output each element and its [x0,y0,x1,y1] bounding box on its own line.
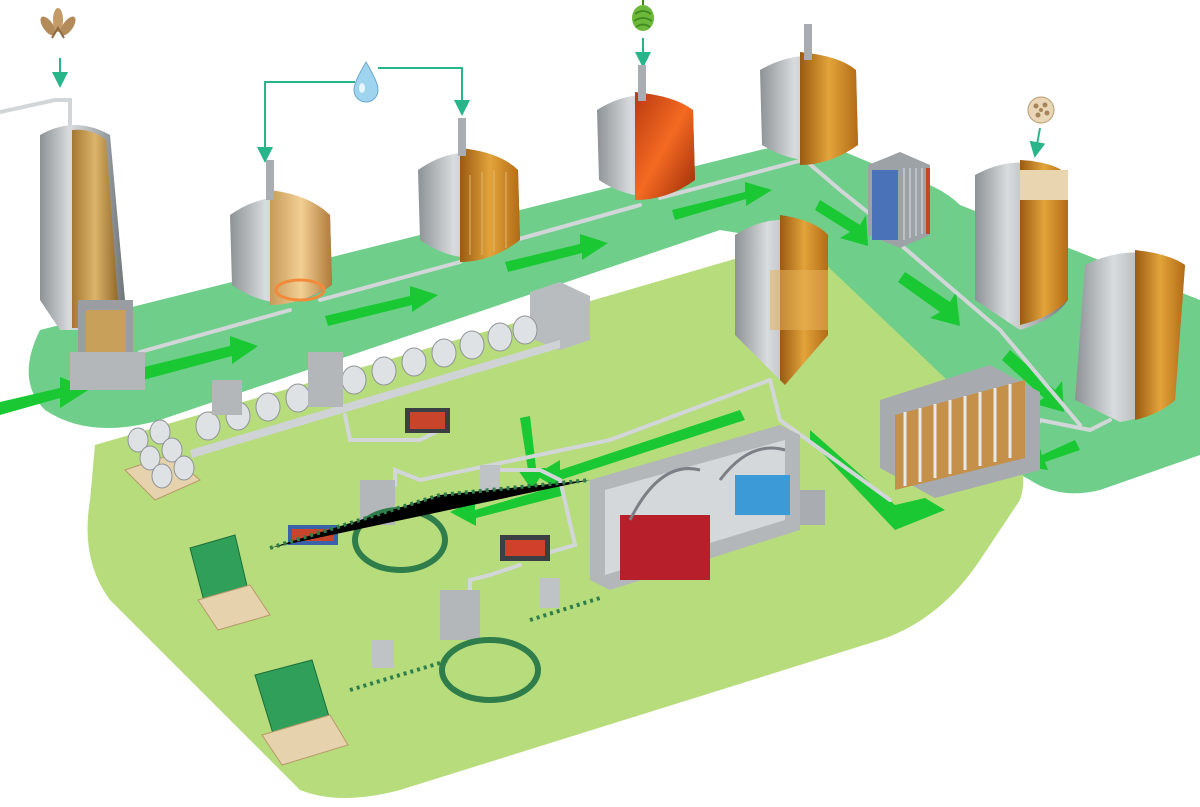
process-pipes [0,98,1112,612]
bottle-filler [352,465,560,703]
grain-silo [40,125,145,390]
water-drop-icon [353,60,379,103]
lauter-tun [418,118,520,262]
grain-icon [40,8,76,39]
pasteurizer [405,408,550,561]
yeast-icon [1027,96,1055,124]
bottle-conveyor [269,478,601,692]
wort-cooler [868,152,930,248]
wort-kettle [597,65,695,200]
keg-pallet [124,419,201,501]
maturation-tank [1075,250,1185,422]
keg-line [190,282,590,458]
bottle-washer [590,425,825,590]
ingredient-guide-arrows [52,38,1046,163]
crate-pallet [189,534,349,766]
hop-cone-icon [632,0,654,31]
bright-beer-tank [735,215,828,385]
filter [880,365,1040,498]
mash-tun [230,160,332,305]
keg-filler [308,352,343,407]
whirlpool [760,24,858,165]
fermentation-tank [975,160,1068,330]
